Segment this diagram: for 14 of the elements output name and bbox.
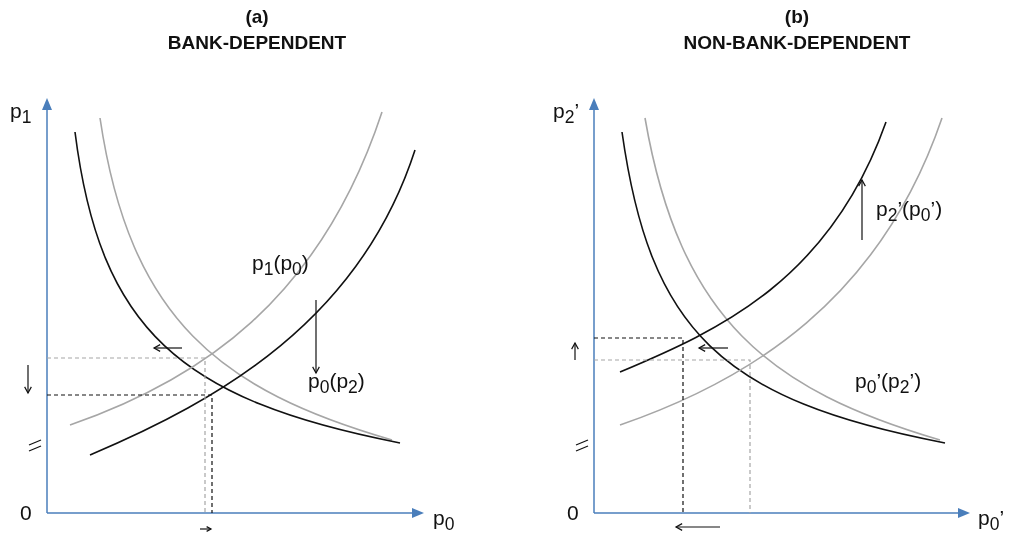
- panel-heading: (a): [245, 6, 269, 29]
- axis-label: p$_{1}$(p$_{0}$): [252, 250, 309, 281]
- axis-label: p$_{0}$: [433, 505, 455, 536]
- axis-label: 0: [20, 500, 32, 526]
- axis-label: p$_{0}$’(p$_{2}$’): [855, 368, 922, 399]
- panel-heading: NON-BANK-DEPENDENT: [683, 32, 911, 55]
- axis-label: p$_{2}$’(p$_{0}$’): [876, 196, 943, 227]
- axis-label: p$_{1}$: [10, 98, 32, 129]
- panel-heading: BANK-DEPENDENT: [167, 32, 347, 55]
- panel-heading: (b): [784, 6, 810, 29]
- axis-label: 0: [567, 500, 579, 526]
- axis-label: p$_{0}$(p$_{2}$): [308, 368, 365, 399]
- axis-label: p$_{2}$’: [553, 98, 580, 129]
- axis-label: p$_{0}$’: [978, 505, 1005, 536]
